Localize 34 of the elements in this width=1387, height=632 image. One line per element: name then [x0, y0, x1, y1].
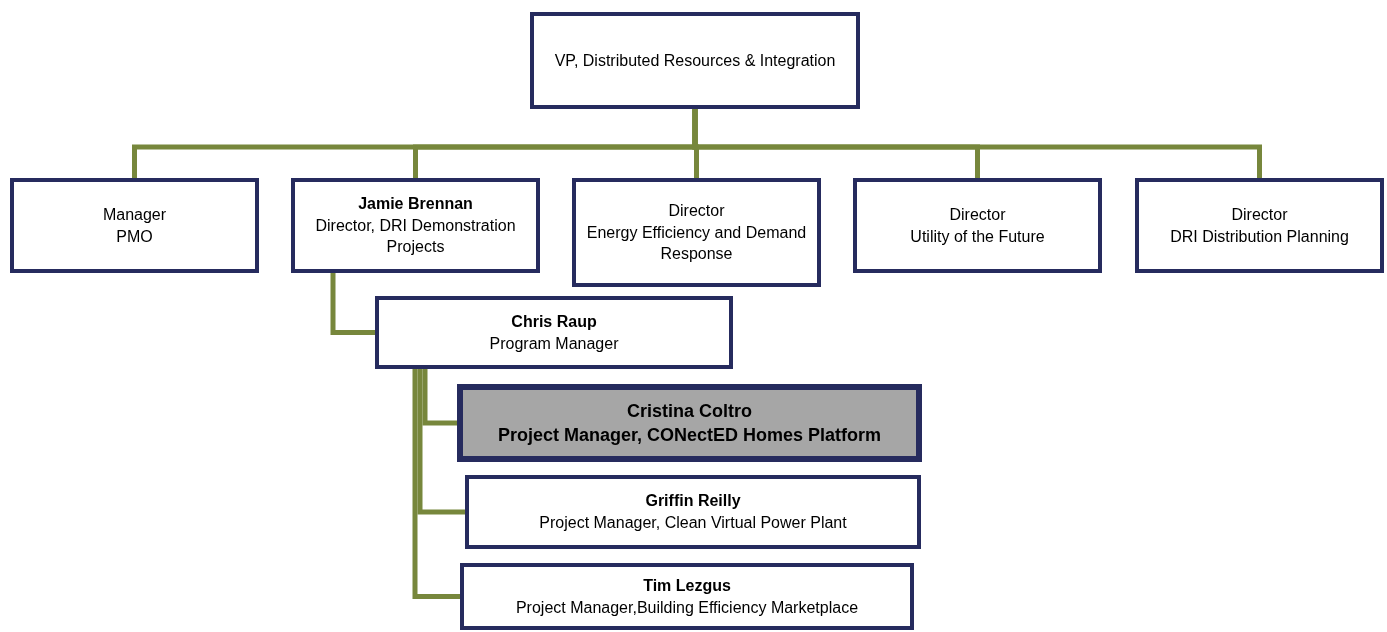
position-title: Manager: [102, 204, 167, 225]
position-box: [530, 12, 860, 109]
position-box: [572, 178, 821, 287]
position-title: Energy Efficiency and Demand Response: [585, 222, 808, 265]
position-title: Project Manager, Clean Virtual Power Plant: [539, 513, 847, 533]
position-title: Program Manager: [489, 333, 619, 354]
position-box: [1135, 178, 1384, 273]
connector-line: [422, 369, 457, 426]
position-box: [465, 475, 921, 549]
connector-line: [412, 369, 460, 599]
position-title: Director, DRI Demonstration Projects: [314, 215, 517, 258]
person-name: Cristina Coltro: [627, 399, 752, 423]
position-title: PMO: [116, 226, 153, 247]
person-name: Tim Lezgus: [643, 575, 731, 596]
position-title: Director: [949, 204, 1006, 225]
position-box: [291, 178, 540, 273]
position-box: [375, 296, 733, 369]
highlighted-position-box: [457, 384, 922, 462]
position-title: VP, Distributed Resources & Integration: [554, 50, 836, 71]
connector-line: [417, 369, 465, 515]
position-box: [460, 563, 914, 630]
position-title: Director: [1231, 204, 1288, 225]
position-title: Project Manager,Building Efficiency Marketplace: [515, 597, 859, 618]
position-title: Utility of the Future: [910, 226, 1045, 247]
person-name: Chris Raup: [511, 311, 597, 332]
person-name: Griffin Reilly: [645, 491, 741, 512]
connector-line: [692, 109, 1262, 178]
position-box: [853, 178, 1102, 273]
position-box: [10, 178, 259, 273]
connector-line: [330, 273, 375, 335]
person-name: Jamie Brennan: [358, 194, 473, 215]
position-title: Project Manager, CONectED Homes Platform: [497, 424, 882, 447]
position-title: DRI Distribution Planning: [1170, 226, 1349, 247]
position-title: Director: [668, 201, 725, 222]
